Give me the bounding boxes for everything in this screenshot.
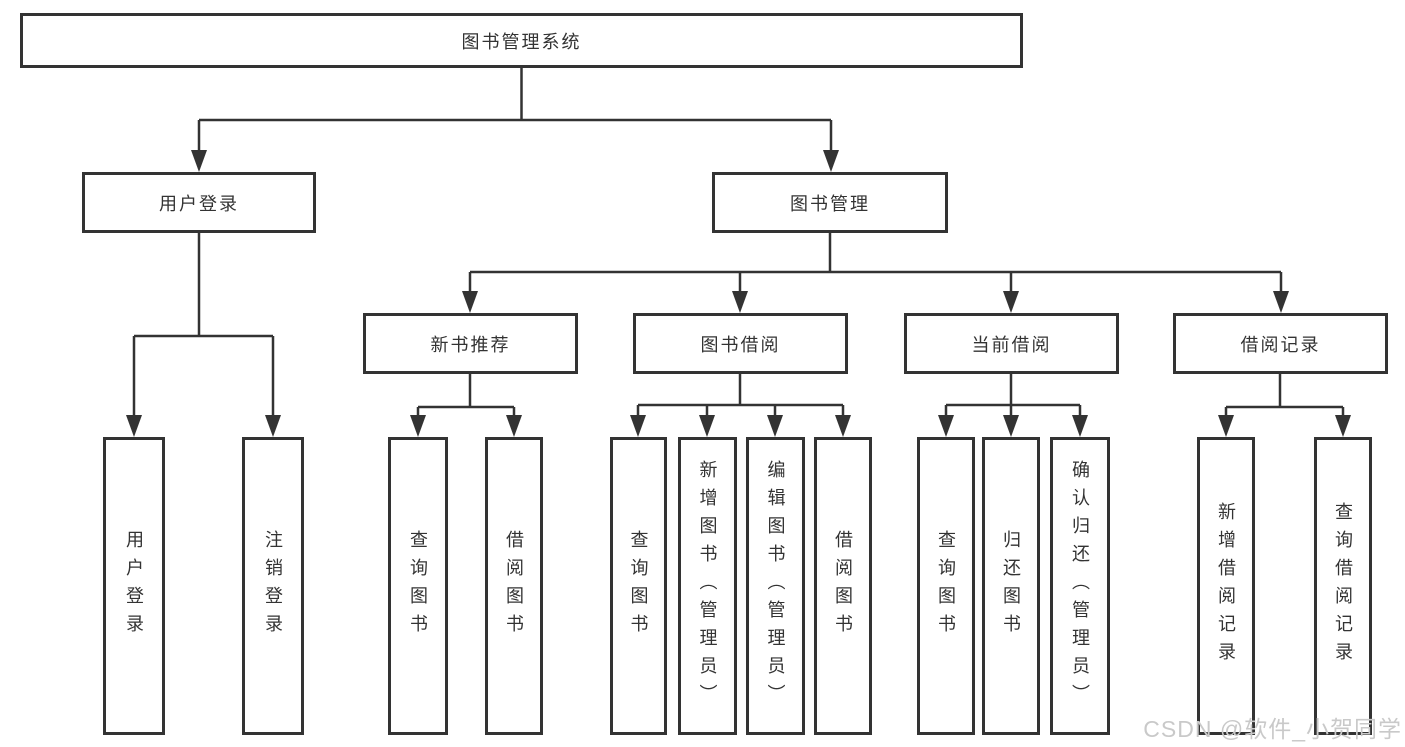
node-borrow-records: 借阅记录 [1173,313,1388,374]
leaf-cb-return-books: 归还图书 [982,437,1040,735]
leaf-user-login: 用户登录 [103,437,165,735]
node-root-library-system: 图书管理系统 [20,13,1023,68]
leaf-bb-query-books: 查询图书 [610,437,667,735]
leaf-nb-borrow-books: 借阅图书 [485,437,543,735]
leaf-br-query-borrow-record: 查询借阅记录 [1314,437,1372,735]
leaf-logout: 注销登录 [242,437,304,735]
leaf-bb-add-book-admin: 新增图书（管理员） [678,437,737,735]
node-new-book-recommend: 新书推荐 [363,313,578,374]
csdn-watermark: CSDN @软件_小贺同学 [1143,716,1402,742]
leaf-cb-confirm-return-admin: 确认归还（管理员） [1050,437,1110,735]
leaf-bb-edit-book-admin: 编辑图书（管理员） [746,437,805,735]
leaf-nb-query-books: 查询图书 [388,437,448,735]
node-user-login: 用户登录 [82,172,316,233]
leaf-cb-query-books: 查询图书 [917,437,975,735]
leaf-bb-borrow-books: 借阅图书 [814,437,872,735]
leaf-br-add-borrow-record: 新增借阅记录 [1197,437,1255,735]
node-book-borrow: 图书借阅 [633,313,848,374]
node-current-borrow: 当前借阅 [904,313,1119,374]
node-book-management: 图书管理 [712,172,948,233]
